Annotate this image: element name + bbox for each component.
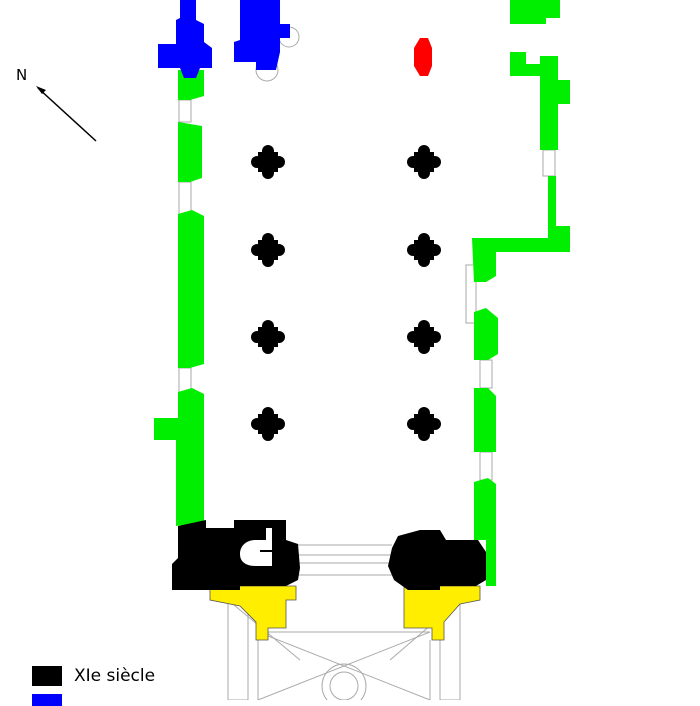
pillar [407, 320, 441, 354]
legend-swatch-black [32, 666, 62, 686]
legend-row-1: XIe siècle [32, 666, 155, 686]
pillar [407, 407, 441, 441]
pillar [407, 145, 441, 179]
blue-pieces [158, 0, 290, 78]
red-piece [414, 38, 432, 76]
pillar [251, 320, 285, 354]
stair-cutout [240, 528, 272, 566]
pillar [251, 407, 285, 441]
legend-row-2 [32, 694, 74, 706]
pillar [251, 233, 285, 267]
legend-label-xie: XIe siècle [74, 666, 156, 686]
north-arrow: N [16, 66, 97, 142]
green-walls [154, 0, 570, 586]
legend-swatch-blue [32, 694, 62, 706]
pillar-group [251, 145, 441, 441]
pillar [251, 145, 285, 179]
north-label: N [16, 66, 27, 84]
yellow-pieces [209, 585, 481, 641]
pillar [407, 233, 441, 267]
